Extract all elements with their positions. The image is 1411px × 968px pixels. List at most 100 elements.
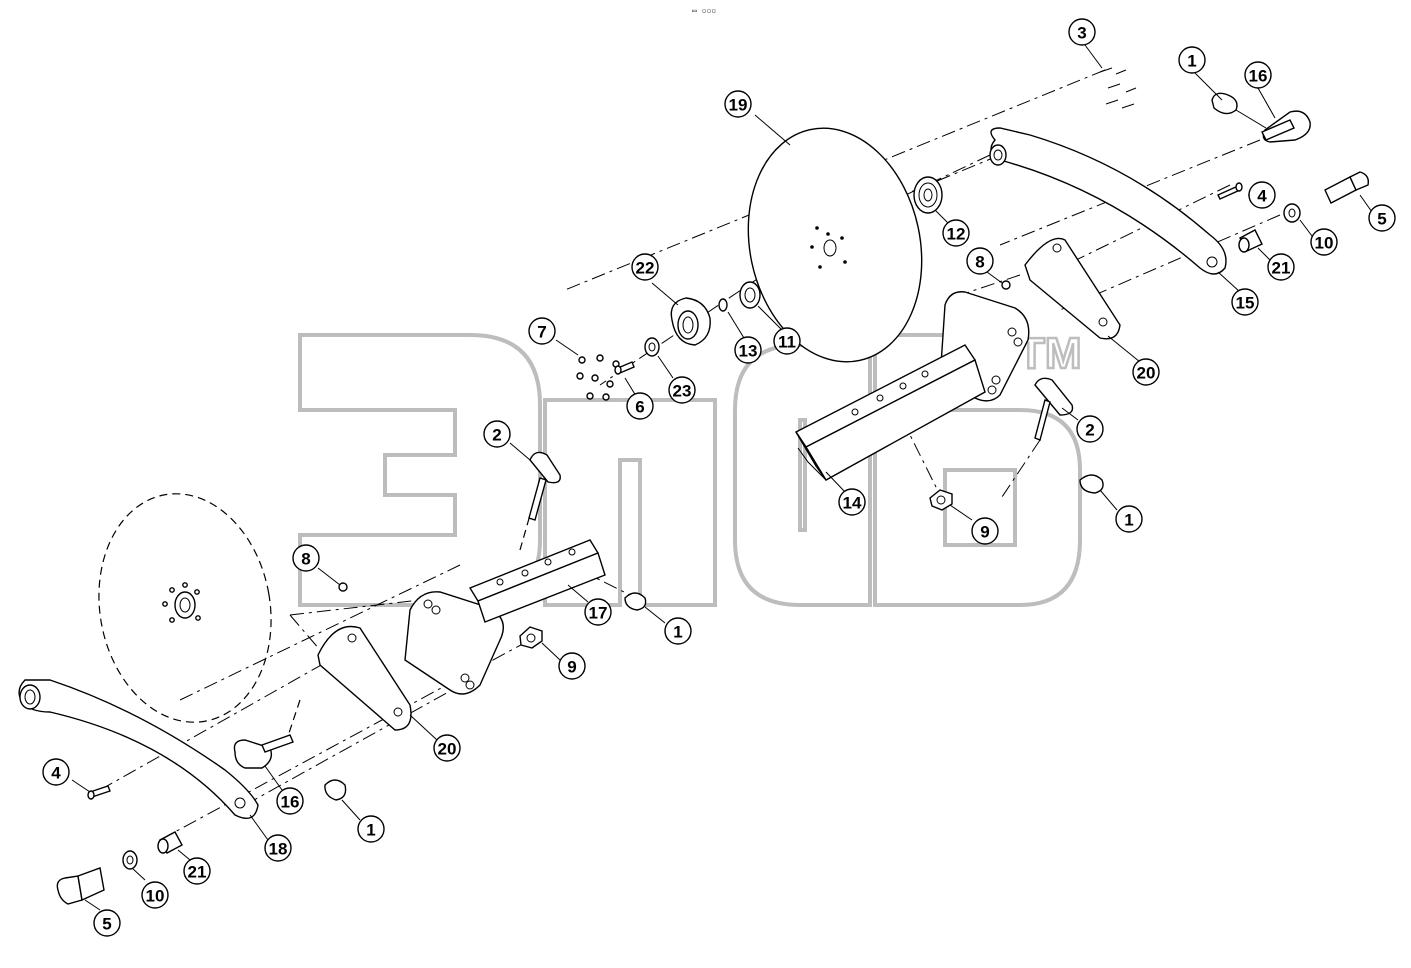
svg-text:21: 21 [1272,259,1291,278]
callout-16: 16 [1244,61,1272,89]
plate-20-top [1024,237,1121,340]
svg-text:21: 21 [188,863,207,882]
spacer-21-bottom [157,831,183,854]
svg-text:9: 9 [567,658,576,677]
callout-5: 5 [1368,204,1396,232]
plate-20-bottom [317,625,412,731]
svg-text:19: 19 [729,96,748,115]
svg-text:4: 4 [1257,187,1267,206]
seal-12 [913,176,943,214]
beam-14 [794,291,1030,481]
callouts: 1 16 3 19 12 4 5 10 21 15 8 20 22 13 11 … [42,18,1396,937]
nut-9-bottom [519,626,543,649]
bearing-11 [739,281,761,309]
svg-text:16: 16 [281,793,300,812]
svg-text:20: 20 [1137,364,1156,383]
bolt-6 [614,361,635,375]
spacer-21-top [1238,229,1263,253]
callout-20: 20 [1132,358,1160,386]
callout-1-right: 1 [1115,505,1143,533]
callout-3: 3 [1068,18,1096,46]
callout-13: 13 [734,336,762,364]
callout-1-middle: 1 [664,617,692,645]
pin-2-right [1034,377,1074,441]
svg-text:22: 22 [636,259,655,278]
callout-22: 22 [631,253,659,281]
washer-10-top [1283,203,1301,223]
callout-16-bottom: 16 [276,787,304,815]
svg-text:2: 2 [492,426,501,445]
svg-text:3: 3 [1077,24,1086,43]
svg-text:1: 1 [366,821,375,840]
svg-text:8: 8 [975,253,984,272]
svg-text:20: 20 [438,740,457,759]
svg-text:5: 5 [102,915,111,934]
svg-text:13: 13 [739,342,758,361]
callout-1: 1 [1178,46,1206,74]
svg-text:8: 8 [301,550,310,569]
handle-16-top [1261,110,1311,143]
svg-text:11: 11 [778,333,796,352]
svg-text:1: 1 [673,623,682,642]
nut-8-top [1001,280,1011,290]
svg-text:12: 12 [947,225,966,244]
callout-12: 12 [942,219,970,247]
callout-11: 11 [773,327,801,355]
callout-6: 6 [626,392,654,420]
callout-23: 23 [668,376,696,404]
svg-text:23: 23 [673,382,692,401]
svg-text:14: 14 [843,494,862,513]
svg-text:1: 1 [1124,511,1133,530]
washer-10-bottom [122,850,138,870]
callout-4: 4 [1248,181,1276,209]
svg-text:5: 5 [1377,210,1386,229]
arm-18 [18,679,259,819]
nut-8-bottom [338,582,348,592]
callout-17: 17 [584,598,612,626]
svg-text:17: 17 [589,604,608,623]
nut-9-right [929,489,953,511]
callout-21-bottom: 21 [183,857,211,885]
callout-20-bottom: 20 [433,734,461,762]
clip-1-right [1079,474,1104,494]
header-mark: ▭ ▫▫▫ [692,6,716,15]
leader-lines [71,44,1373,911]
bolt-4-top [1217,182,1243,200]
svg-text:10: 10 [146,887,165,906]
clip-1-top [1211,92,1267,129]
callout-9-right: 9 [971,517,999,545]
washer-13 [718,298,728,312]
callout-21: 21 [1267,253,1295,281]
svg-text:7: 7 [537,323,546,342]
callout-1-bottom: 1 [357,815,385,843]
seal-23 [644,337,660,357]
bolts-3 [1099,67,1137,109]
nuts-7 [576,354,620,401]
disc-left [98,493,272,723]
svg-text:6: 6 [635,398,644,417]
callout-9-bottom: 9 [558,652,586,680]
hub-22 [670,297,711,346]
svg-text:2: 2 [1085,421,1094,440]
callout-15: 15 [1231,288,1259,316]
svg-text:9: 9 [980,523,989,542]
clip-1-middle [624,592,647,611]
bolt-4-bottom [87,785,111,800]
svg-text:18: 18 [269,840,288,859]
callout-10-bottom: 10 [141,881,169,909]
pin-2-left [528,451,561,521]
bolt-5-top [1324,171,1370,204]
callout-10: 10 [1310,228,1338,256]
callout-14: 14 [838,488,866,516]
beam-17 [404,539,606,695]
svg-text:16: 16 [1249,67,1268,86]
callout-2-left: 2 [483,420,511,448]
handle-16-bottom [233,734,294,769]
callout-7: 7 [528,317,556,345]
callout-19: 19 [724,90,752,118]
disc-19 [747,127,923,363]
callout-18: 18 [264,834,292,862]
svg-text:15: 15 [1236,294,1255,313]
svg-text:1: 1 [1187,52,1196,71]
